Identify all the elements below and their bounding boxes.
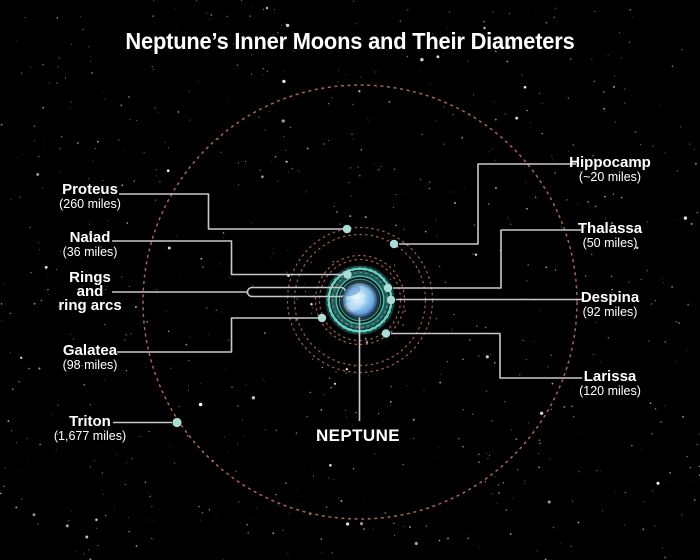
callout-proteus-detail: (260 miles)	[59, 197, 121, 211]
planet-neptune	[340, 280, 380, 320]
leader-proteus	[119, 193, 343, 230]
callout-despina-detail: (92 miles)	[582, 305, 638, 319]
leader-lines	[112, 163, 584, 424]
callout-despina: Despina (92 miles)	[530, 289, 690, 319]
callout-triton-name: Triton	[69, 413, 111, 430]
moon-thalassa	[383, 283, 393, 293]
leader-hippocamp	[399, 163, 576, 245]
callout-thalassa-detail: (50 miles)	[582, 236, 638, 250]
callout-naiad: Naiad (36 miles)	[10, 229, 170, 259]
callout-galatea-detail: (98 miles)	[62, 358, 118, 372]
callout-naiad-name: Naiad	[69, 229, 111, 246]
orbit-triton	[142, 84, 578, 520]
callout-thalassa: Thalassa (50 miles)	[530, 220, 690, 250]
callout-naiad-detail: (36 miles)	[62, 245, 118, 259]
callout-proteus-name: Proteus	[62, 181, 118, 198]
callout-despina-name: Despina	[580, 289, 640, 306]
leader-naiad	[112, 240, 343, 276]
callout-rings-line1: Rings	[69, 269, 111, 286]
moon-proteus	[342, 224, 352, 234]
planet-limb-shade	[342, 282, 378, 318]
moon-despina	[386, 295, 396, 305]
callout-triton-detail: (1,677 miles)	[53, 429, 127, 443]
neptune-label: NEPTUNE	[315, 426, 401, 445]
leader-larissa	[391, 332, 582, 379]
moon-larissa	[381, 329, 391, 338]
moon-dots	[172, 224, 399, 428]
moon-galatea	[317, 313, 327, 323]
moon-naiad	[343, 270, 352, 279]
callout-hippocamp-detail: (~20 miles)	[578, 170, 642, 184]
callout-galatea-name: Galatea	[62, 342, 118, 359]
page-title: Neptune’s Inner Moons and Their Diameter…	[125, 28, 575, 54]
callout-rings-line2: and	[76, 283, 104, 300]
leader-thalassa	[393, 229, 581, 289]
leader-galatea	[117, 317, 318, 353]
callout-proteus: Proteus (260 miles)	[10, 181, 170, 211]
callout-larissa: Larissa (120 miles)	[530, 368, 690, 398]
callout-larissa-detail: (120 miles)	[579, 384, 641, 398]
callout-larissa-name: Larissa	[583, 368, 637, 385]
callout-rings: Rings and ring arcs	[10, 269, 170, 314]
planet-haze	[340, 280, 380, 320]
callout-hippocamp-name: Hippocamp	[569, 154, 651, 171]
callout-thalassa-name: Thalassa	[577, 220, 643, 237]
callout-triton: Triton (1,677 miles)	[10, 413, 170, 443]
callout-galatea: Galatea (98 miles)	[10, 342, 170, 372]
moon-triton	[172, 417, 182, 428]
moon-hippocamp	[389, 239, 399, 249]
callout-rings-line3: ring arcs	[58, 297, 122, 314]
callout-hippocamp: Hippocamp (~20 miles)	[530, 154, 690, 184]
